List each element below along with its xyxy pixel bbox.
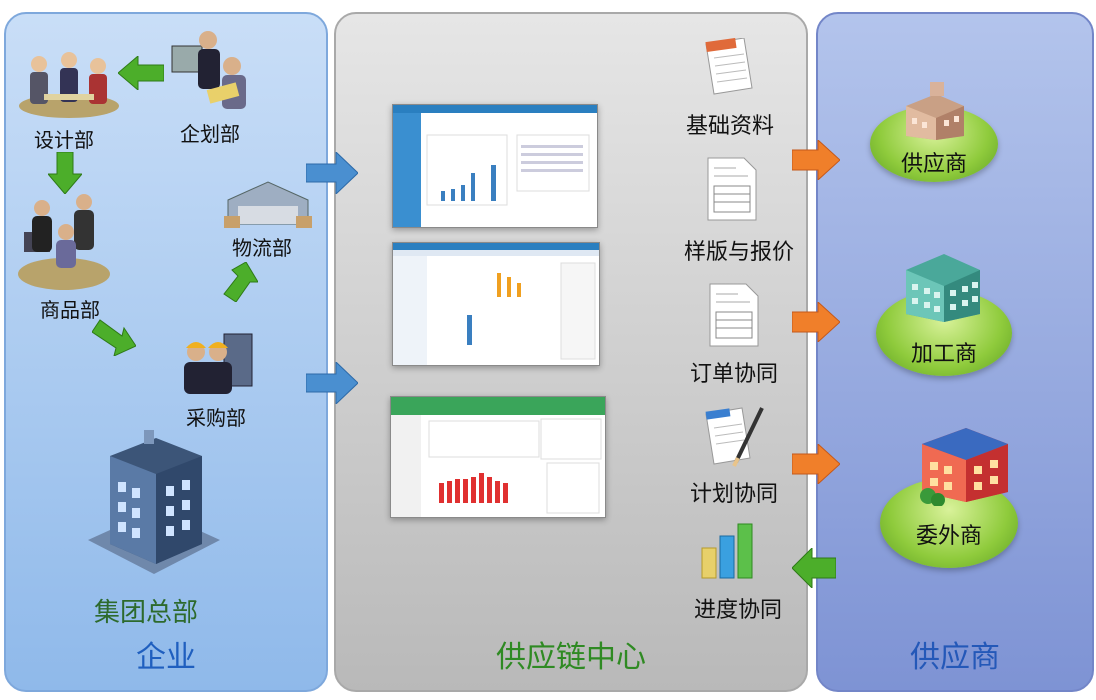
- arrow-purchasing-to-logistics: [223, 262, 258, 302]
- system-screenshot-reports: [392, 242, 600, 366]
- progress-collab-label: 进度协同: [694, 598, 783, 623]
- merchandise-dept-label: 商品部: [40, 298, 100, 322]
- plan-collab-label: 计划协同: [690, 482, 779, 507]
- design-dept-label: 设计部: [34, 128, 94, 152]
- supplier-building-icon: [906, 82, 964, 140]
- logistics-dept-label: 物流部: [232, 236, 292, 260]
- system-screenshot-portal: [390, 396, 606, 518]
- design-team-icon: [19, 52, 119, 118]
- purchasing-dept-label: 采购部: [186, 406, 246, 430]
- arrow-plan-to-outsourcer: [792, 444, 840, 484]
- sample-quote-document-icon: [707, 157, 757, 221]
- warehouse-icon: [224, 181, 312, 228]
- basic-data-label: 基础资料: [686, 114, 775, 139]
- planning-team-icon: [171, 31, 246, 109]
- progress-bar-chart-icon: [701, 523, 753, 579]
- enterprise-title: 企业: [136, 640, 196, 675]
- arrow-design-to-merch: [48, 152, 82, 194]
- headquarters-label: 集团总部: [94, 598, 199, 628]
- processor-node-label: 加工商: [910, 342, 977, 367]
- basic-data-document-icon: [705, 38, 753, 95]
- arrow-merch-to-purchasing: [92, 319, 136, 356]
- planning-dept-label: 企划部: [180, 122, 240, 146]
- outsourcer-building-icon: [920, 428, 1008, 506]
- arrow-enterprise-to-center-top: [306, 152, 358, 194]
- supplier-node: 供应商: [870, 106, 998, 182]
- arrow-basic-to-supplier: [792, 140, 840, 180]
- order-document-icon: [709, 283, 759, 347]
- order-collab-label: 订单协同: [690, 362, 779, 387]
- processor-building-icon: [906, 254, 980, 322]
- arrow-planning-to-design: [118, 56, 164, 90]
- enterprise-panel: 企业: [4, 12, 328, 692]
- outsourcer-node-label: 委外商: [915, 524, 982, 549]
- arrow-order-to-processor: [792, 302, 840, 342]
- center-title: 供应链中心: [496, 640, 646, 675]
- plan-document-icon: [705, 407, 764, 467]
- purchasing-team-icon: [184, 333, 253, 394]
- arrow-outsourcer-to-progress: [792, 548, 836, 588]
- merchandise-team-icon: [18, 194, 110, 290]
- arrow-enterprise-to-center-bottom: [306, 362, 358, 404]
- headquarters-building-icon: [88, 430, 220, 574]
- sample-quote-label: 样版与报价: [684, 240, 795, 265]
- supplier-title: 供应商: [910, 640, 1000, 675]
- supplier-node-label: 供应商: [900, 152, 967, 177]
- system-screenshot-dashboard: [392, 104, 598, 228]
